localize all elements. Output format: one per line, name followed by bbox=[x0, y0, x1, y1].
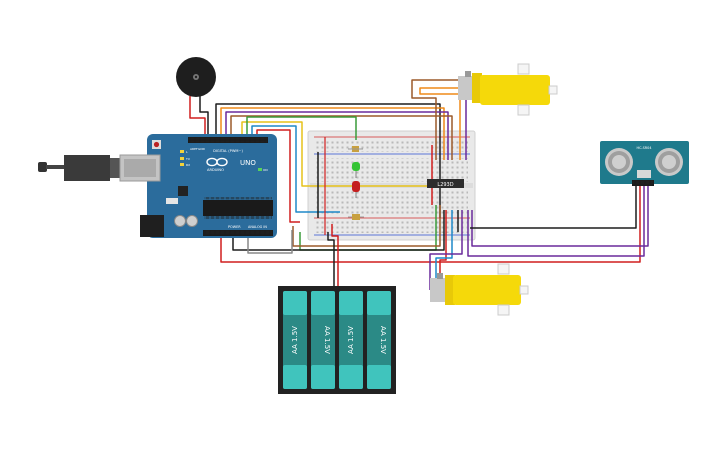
digital-label: DIGITAL (PWM~) bbox=[213, 149, 243, 153]
model-label: UNO bbox=[240, 159, 256, 167]
battery-cell-3-label: AA 1.5V bbox=[347, 326, 355, 354]
power-label: POWER bbox=[228, 225, 241, 229]
wire-buzzer-black[interactable] bbox=[199, 96, 209, 136]
wire-motor2-b[interactable] bbox=[435, 210, 453, 282]
atmega-pins-bottom bbox=[204, 216, 272, 219]
atmega-chip bbox=[203, 200, 273, 216]
ultrasonic-sensor[interactable]: HC-SR04 bbox=[600, 141, 689, 186]
battery-cell-4: AA 1.5V bbox=[367, 291, 391, 389]
wire-arduino-yellow[interactable] bbox=[241, 121, 440, 187]
digital-pins[interactable] bbox=[189, 137, 267, 143]
power-analog-pins[interactable] bbox=[204, 230, 272, 236]
brand-label: ARDUINO bbox=[207, 168, 224, 172]
usb-cable-boot bbox=[64, 155, 110, 181]
usb-port-inner bbox=[124, 159, 156, 177]
analog-label: ANALOG IN bbox=[248, 225, 267, 229]
piezo-buzzer[interactable] bbox=[176, 57, 216, 97]
led-on-icon bbox=[258, 168, 262, 171]
led-on-label: ON bbox=[263, 168, 268, 172]
wire-motor1-b[interactable] bbox=[419, 87, 461, 160]
wire-motor2-c[interactable] bbox=[429, 210, 463, 290]
wire-arduino-red-short[interactable] bbox=[256, 129, 300, 223]
led-tx-label: TX bbox=[185, 157, 190, 161]
ic-label: L293D bbox=[437, 182, 453, 188]
sensor-pins[interactable] bbox=[633, 180, 653, 186]
led-red[interactable] bbox=[352, 181, 360, 198]
wire-arduino-top-1[interactable] bbox=[215, 103, 441, 218]
battery-cell-3: AA 1.5V bbox=[339, 291, 363, 389]
dc-motor-2[interactable] bbox=[430, 263, 529, 316]
sensor-label: HC-SR04 bbox=[637, 146, 652, 150]
wire-arduino-gray[interactable] bbox=[247, 230, 293, 254]
wire-motor1-a[interactable] bbox=[411, 79, 460, 160]
led-l-icon bbox=[180, 150, 184, 153]
capacitor-1 bbox=[174, 215, 186, 227]
wire-arduino-top-4[interactable] bbox=[230, 115, 453, 160]
atmega-pins-top bbox=[204, 197, 272, 200]
wire-battery-black[interactable] bbox=[327, 232, 335, 286]
dc-motor-1[interactable] bbox=[458, 63, 558, 116]
battery-cell-2: AA 1.5V bbox=[311, 291, 335, 389]
wire-led-green[interactable] bbox=[246, 116, 357, 140]
power-jack bbox=[140, 215, 164, 237]
usb-cable-plug bbox=[38, 162, 47, 172]
battery-cell-1-label: AA 1.5V bbox=[291, 326, 299, 354]
battery-cell-1: AA 1.5V bbox=[283, 291, 307, 389]
wire-sensor-gnd[interactable] bbox=[470, 186, 637, 229]
capacitor-2 bbox=[186, 215, 198, 227]
battery-cell-4-label: AA 1.5V bbox=[379, 326, 387, 354]
led-rx-icon bbox=[180, 163, 184, 166]
sensor-transducer-left bbox=[605, 148, 633, 176]
led-tx-icon bbox=[180, 157, 184, 160]
gnd-label-top: GND bbox=[198, 147, 206, 151]
aref-label: AREF bbox=[190, 147, 198, 151]
wire-sensor-echo[interactable] bbox=[471, 186, 649, 247]
wire-arduino-top-3[interactable] bbox=[225, 111, 449, 160]
arduino-uno[interactable]: DIGITAL (PWM~) AREF GND UNO ARDUINO L TX… bbox=[38, 134, 277, 238]
wire-arduino-top-2[interactable] bbox=[220, 107, 445, 160]
crystal bbox=[166, 198, 178, 204]
resistor[interactable] bbox=[348, 214, 364, 220]
usb-cable-end bbox=[110, 158, 120, 178]
arduino-board bbox=[147, 134, 277, 238]
led-rx-label: RX bbox=[186, 163, 190, 167]
wire-bb-brown-bottom[interactable] bbox=[292, 205, 441, 247]
battery-pack[interactable]: AA 1.5V AA 1.5V AA 1.5V AA 1.5V bbox=[278, 286, 396, 394]
wire-motor2-a[interactable] bbox=[439, 210, 447, 275]
sensor-transducer-right bbox=[655, 148, 683, 176]
led-green[interactable] bbox=[348, 146, 363, 178]
arduino-logo-icon bbox=[206, 157, 228, 167]
wire-battery-red[interactable] bbox=[331, 224, 339, 286]
wire-sensor-trig[interactable] bbox=[467, 186, 645, 257]
wire-buzzer-red[interactable] bbox=[189, 96, 206, 136]
usb-cable bbox=[46, 165, 64, 169]
wire-arduino-blue[interactable] bbox=[251, 125, 340, 213]
ic-l293d[interactable]: L293D bbox=[427, 179, 464, 188]
battery-cell-2-label: AA 1.5V bbox=[323, 326, 331, 354]
usb-chip bbox=[178, 186, 188, 196]
led-l-label: L bbox=[186, 150, 188, 154]
reset-button-cap bbox=[153, 141, 160, 148]
